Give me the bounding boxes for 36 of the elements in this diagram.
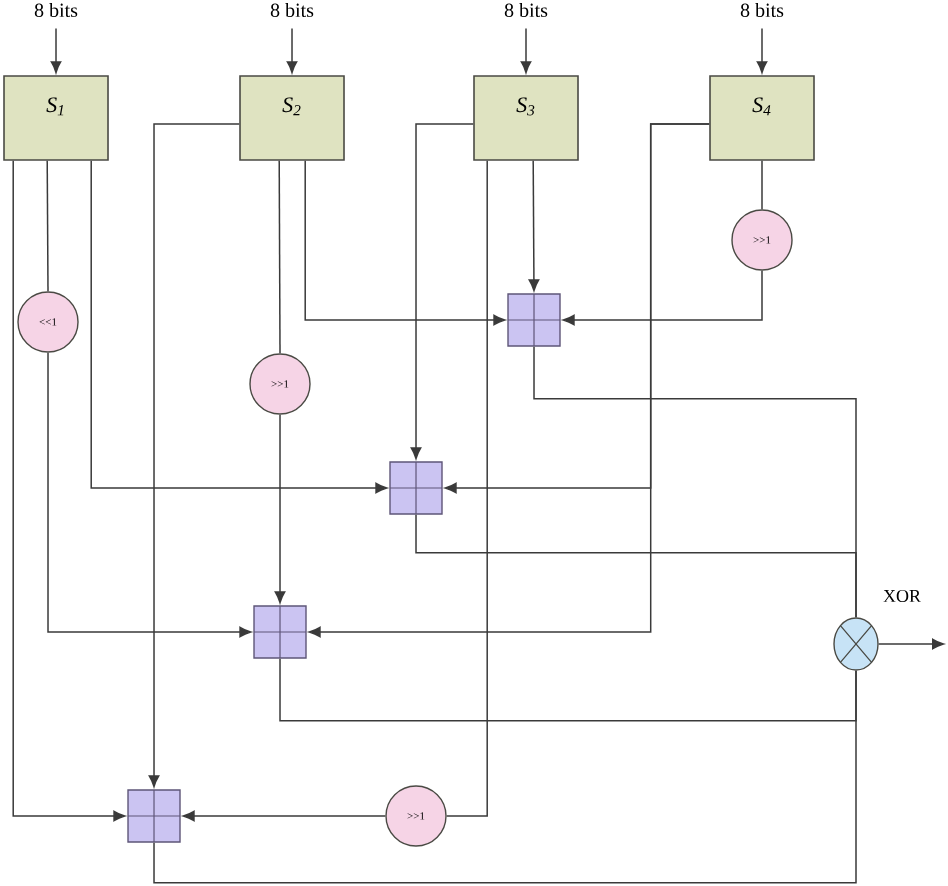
connector-line <box>415 513 857 619</box>
crossed-square <box>127 789 181 843</box>
arrow <box>877 638 944 650</box>
arrow <box>148 123 240 788</box>
input-label: 8 bits <box>270 2 314 17</box>
arrow <box>528 160 540 292</box>
arrow <box>12 160 126 822</box>
connector-line <box>445 160 488 817</box>
arrow <box>520 27 532 74</box>
connector-line <box>278 160 281 355</box>
crossed-square <box>389 461 443 515</box>
connector-line <box>279 657 857 722</box>
process-box: S$_{3}$ <box>473 75 579 161</box>
process-box: S$_{1}$ <box>3 75 109 161</box>
connector-line <box>761 160 763 211</box>
operator-label: XOR <box>883 589 921 603</box>
connector-line <box>153 669 857 884</box>
arrow <box>286 27 298 74</box>
arrow <box>47 351 252 638</box>
process-box: S$_{2}$ <box>239 75 345 161</box>
arrow <box>274 413 286 604</box>
process-box: S$_{4}$ <box>709 75 815 161</box>
input-label: 8 bits <box>740 2 784 17</box>
arrow <box>304 160 506 326</box>
input-label: 8 bits <box>504 2 548 17</box>
arrow <box>308 123 710 638</box>
input-label: 8 bits <box>34 2 78 17</box>
crossed-square <box>507 293 561 347</box>
arrow <box>50 27 62 74</box>
arrow <box>562 269 763 326</box>
arrow <box>410 123 474 460</box>
arrow <box>182 810 387 822</box>
arrow <box>756 27 768 74</box>
arrow <box>90 160 388 494</box>
connector-line <box>46 160 49 293</box>
crossed-square <box>253 605 307 659</box>
